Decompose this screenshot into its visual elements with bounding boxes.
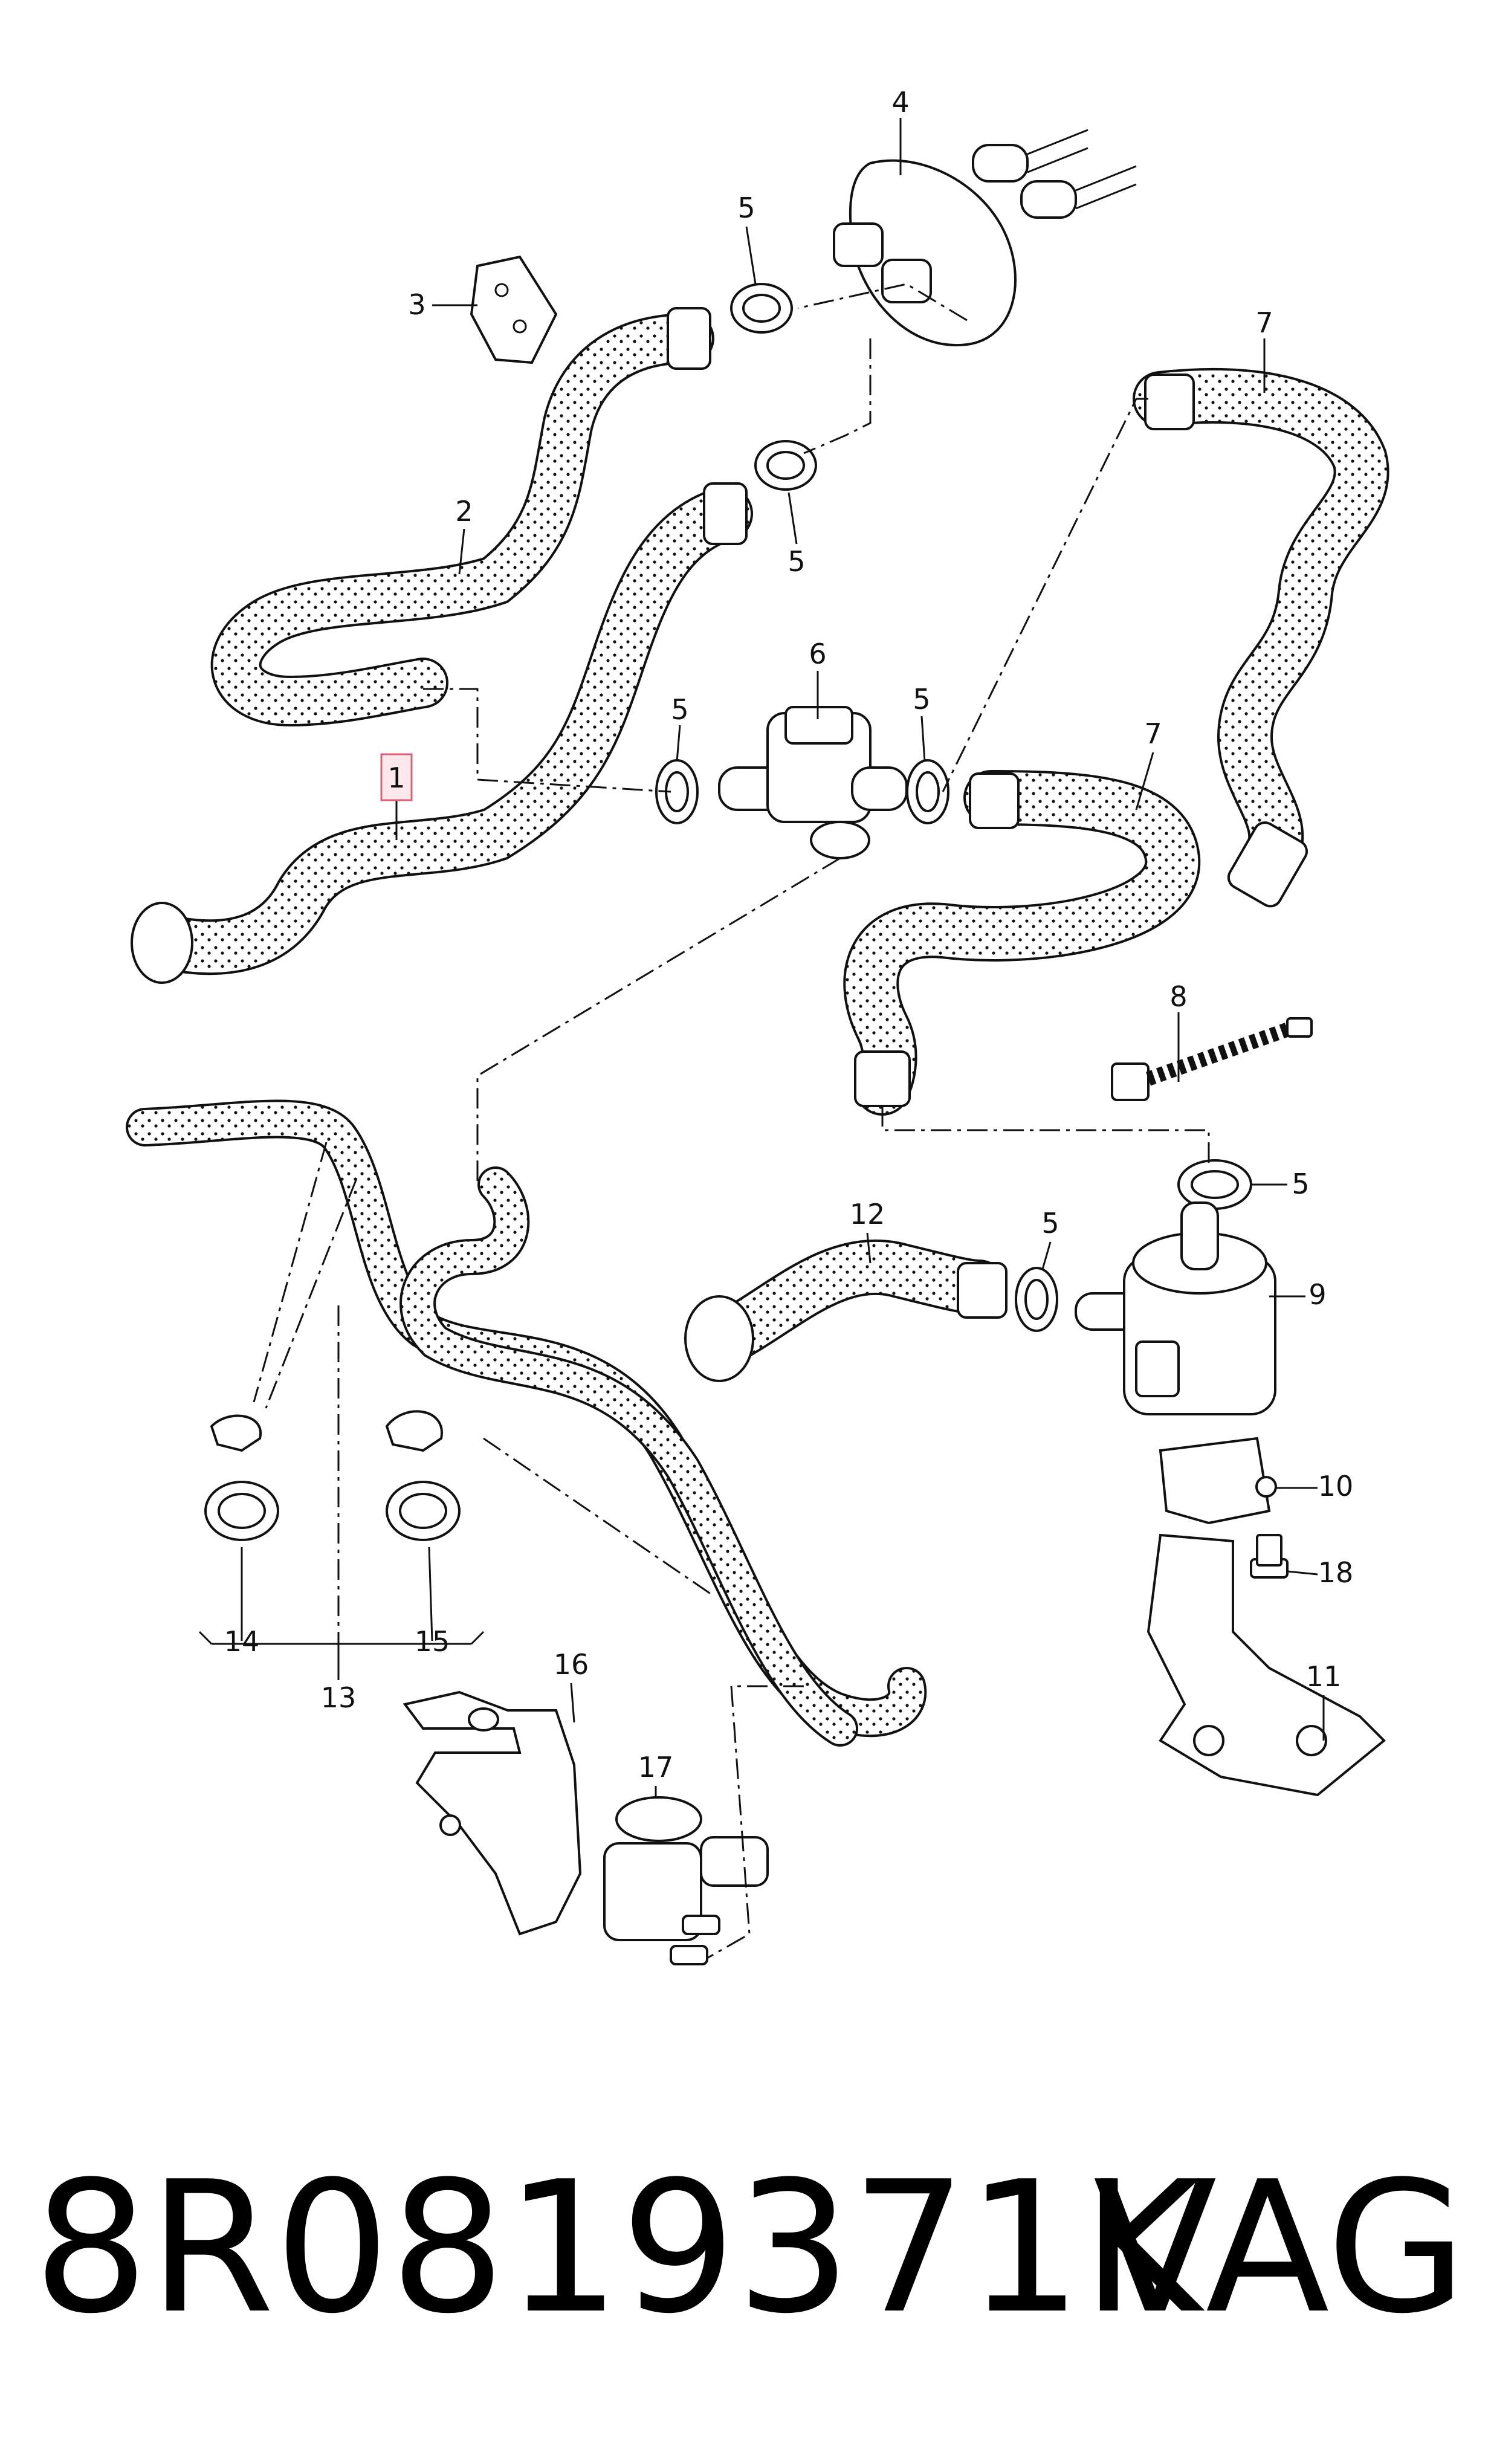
bulkhead-grommet-4 bbox=[833, 129, 1137, 347]
callout-5-d: 5 bbox=[913, 683, 930, 716]
leader-line bbox=[198, 1631, 213, 1645]
callout-9: 9 bbox=[1308, 1278, 1326, 1311]
valve-17 bbox=[603, 1796, 769, 1965]
part-number: 8R0819371K bbox=[33, 2142, 1202, 2353]
callout-4: 4 bbox=[891, 86, 909, 118]
clamp-5-right bbox=[1177, 1159, 1252, 1210]
callout-5-f: 5 bbox=[1041, 1207, 1059, 1240]
leader-line bbox=[745, 226, 757, 285]
callout-7-a: 7 bbox=[1255, 306, 1273, 339]
callout-17: 17 bbox=[638, 1751, 674, 1783]
clamp-5-lower bbox=[1015, 1267, 1058, 1332]
callout-3: 3 bbox=[408, 288, 425, 321]
pump-9 bbox=[1075, 1201, 1276, 1415]
hose-7-lower bbox=[843, 770, 1201, 1116]
connection-line bbox=[803, 338, 872, 454]
clip-14 bbox=[204, 1414, 279, 1541]
callout-5-a: 5 bbox=[737, 192, 755, 224]
connection-line bbox=[423, 688, 671, 793]
callout-15: 15 bbox=[415, 1625, 450, 1658]
leader-line bbox=[676, 725, 681, 762]
leader-line bbox=[428, 1547, 433, 1641]
leader-line bbox=[470, 1631, 485, 1645]
bracket-16 bbox=[403, 1690, 582, 1936]
grommet-3 bbox=[470, 255, 558, 364]
leader-line bbox=[788, 492, 798, 545]
hose-12 bbox=[684, 1239, 1007, 1382]
hose-7-upper bbox=[1133, 367, 1389, 908]
connection-line bbox=[483, 1437, 714, 1597]
leader-line bbox=[866, 1232, 872, 1264]
callout-8: 8 bbox=[1169, 980, 1187, 1013]
leader-line bbox=[570, 1683, 575, 1723]
clamp-5-mid-b bbox=[906, 759, 949, 824]
clamp-5-upper-b bbox=[754, 440, 817, 491]
connection-line bbox=[476, 857, 841, 1185]
bolt-18 bbox=[1250, 1534, 1289, 1579]
callout-16: 16 bbox=[554, 1648, 589, 1681]
callout-13: 13 bbox=[321, 1681, 357, 1714]
footer: 8R0819371K VAG bbox=[0, 2139, 1491, 2357]
leader-line bbox=[1287, 1570, 1318, 1576]
leader-lines bbox=[198, 118, 1325, 1959]
valve-6 bbox=[718, 706, 908, 859]
callout-12: 12 bbox=[850, 1198, 885, 1230]
callout-11: 11 bbox=[1306, 1660, 1342, 1693]
leader-line bbox=[1041, 1241, 1052, 1270]
leader-line bbox=[458, 528, 465, 575]
callout-5-b: 5 bbox=[788, 545, 805, 578]
callout-5-c: 5 bbox=[671, 693, 688, 726]
callout-1: 1 bbox=[387, 762, 405, 794]
hose-1 bbox=[131, 482, 753, 984]
callout-10: 10 bbox=[1318, 1470, 1354, 1502]
callout-6: 6 bbox=[809, 638, 826, 670]
hose-13 bbox=[126, 1099, 927, 1747]
leader-line bbox=[920, 716, 926, 762]
callout-18: 18 bbox=[1318, 1556, 1354, 1589]
callout-1-highlight bbox=[380, 753, 413, 801]
cable-tie-8 bbox=[1111, 1017, 1313, 1101]
callout-7-b: 7 bbox=[1144, 717, 1162, 750]
parts-diagram: 1 2 3 4 5 5 6 5 5 7 7 8 5 12 5 9 10 18 1… bbox=[126, 86, 1389, 1965]
connection-line bbox=[265, 1178, 358, 1409]
connection-line bbox=[253, 1142, 328, 1403]
callout-5-e: 5 bbox=[1292, 1168, 1309, 1200]
callouts: 1 2 3 4 5 5 6 5 5 7 7 8 5 12 5 9 10 18 1… bbox=[224, 86, 1354, 1783]
hose-2 bbox=[210, 307, 714, 727]
brand-name: VAG bbox=[1093, 2142, 1467, 2353]
connection-line bbox=[942, 398, 1148, 792]
connection-line bbox=[881, 1106, 1210, 1166]
clip-15 bbox=[385, 1410, 461, 1541]
callout-14: 14 bbox=[224, 1625, 260, 1658]
washer-10 bbox=[1255, 1476, 1277, 1498]
connection-line bbox=[707, 1685, 804, 1959]
leader-line bbox=[1135, 752, 1154, 810]
callout-2: 2 bbox=[455, 495, 473, 528]
bracket-11 bbox=[1147, 1437, 1386, 1797]
clamp-5-upper-a bbox=[730, 283, 793, 334]
